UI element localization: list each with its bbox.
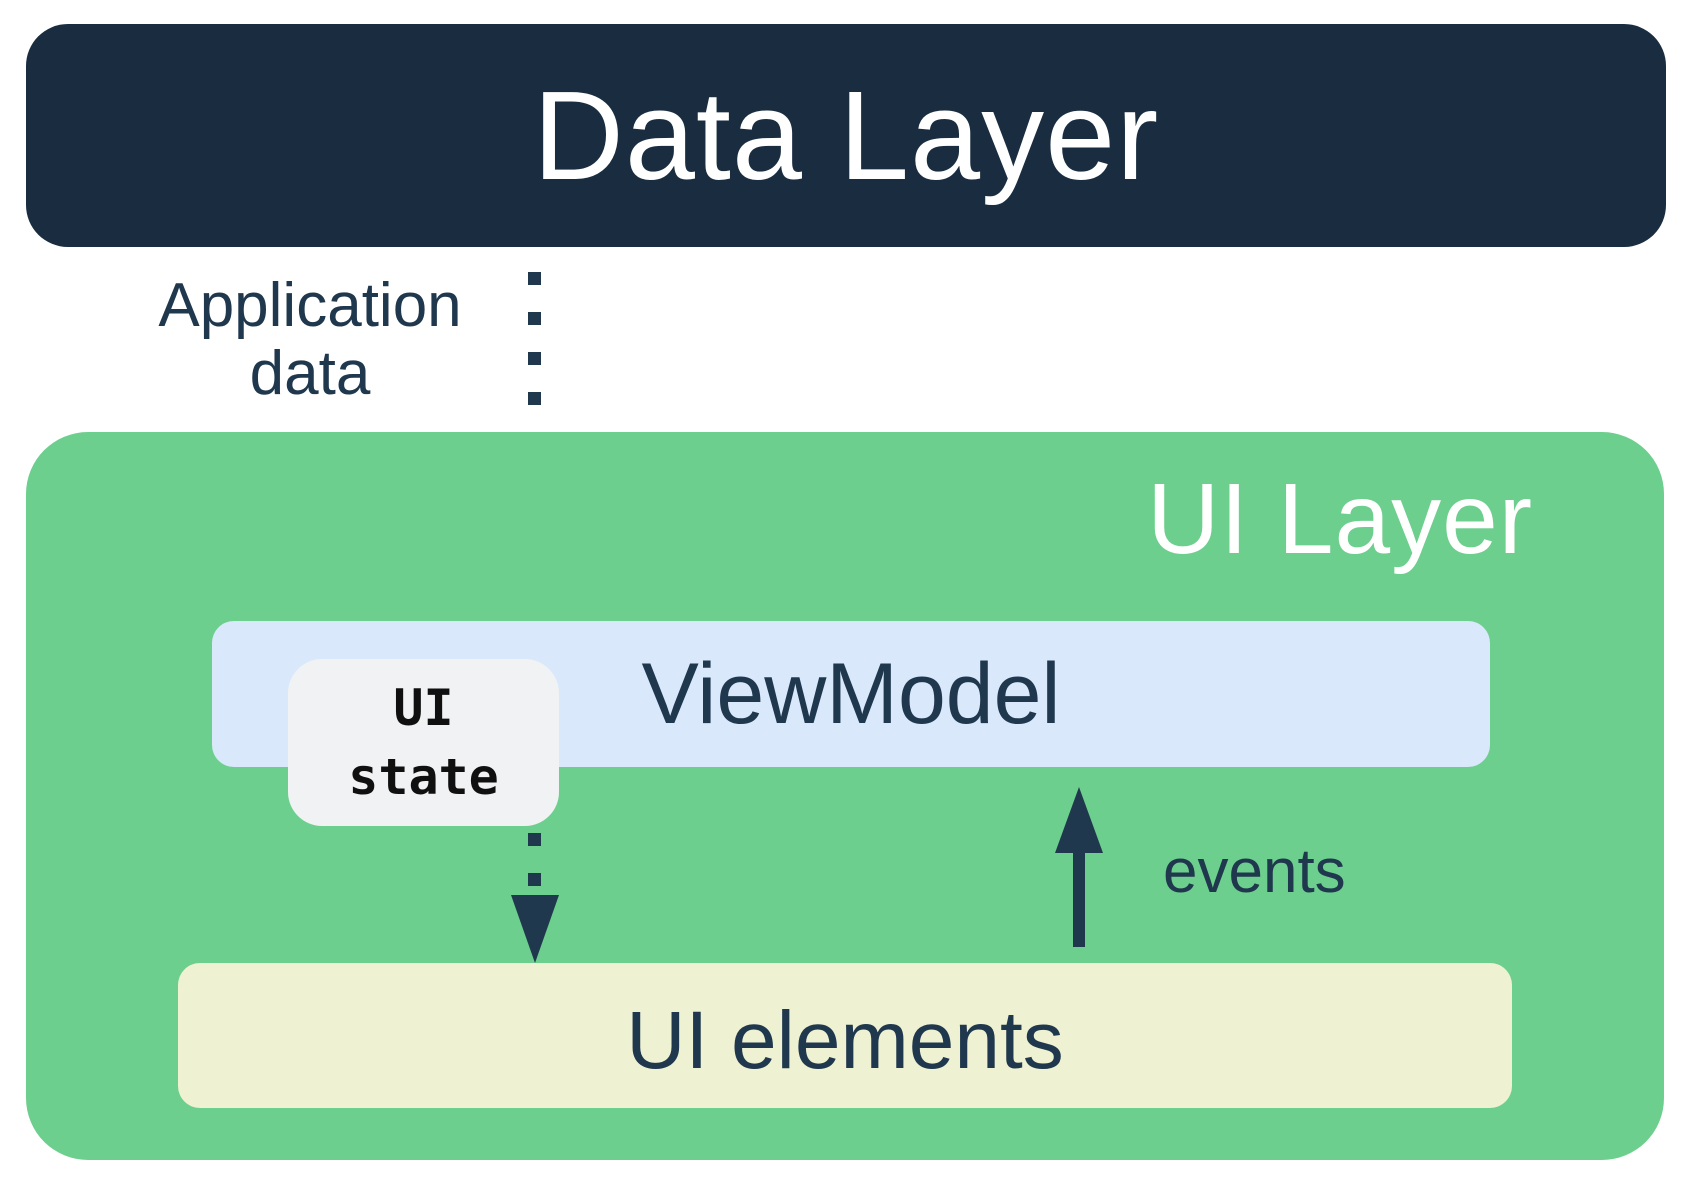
- events-arrowhead-up-icon: [1055, 787, 1103, 853]
- events-label: events: [1163, 837, 1346, 906]
- ui-state-box: UI state: [288, 659, 559, 826]
- viewmodel-label: ViewModel: [641, 645, 1061, 742]
- application-data-label-line2: data: [249, 339, 371, 408]
- application-data-label-line1: Application: [158, 271, 462, 340]
- data-layer-label: Data Layer: [532, 65, 1160, 206]
- application-data-label: Application data: [110, 272, 510, 408]
- ui-state-arrowhead-down-icon: [511, 895, 559, 963]
- data-layer-box: Data Layer: [26, 24, 1666, 247]
- events-arrow-shaft: [1073, 849, 1085, 947]
- ui-state-label-line1: UI: [393, 678, 454, 737]
- ui-state-label-line2: state: [348, 747, 499, 806]
- ui-layer-label: UI Layer: [1147, 463, 1533, 575]
- ui-elements-label: UI elements: [626, 994, 1064, 1086]
- ui-state-dotted-line: [528, 833, 541, 886]
- ui-elements-box: UI elements: [178, 963, 1512, 1108]
